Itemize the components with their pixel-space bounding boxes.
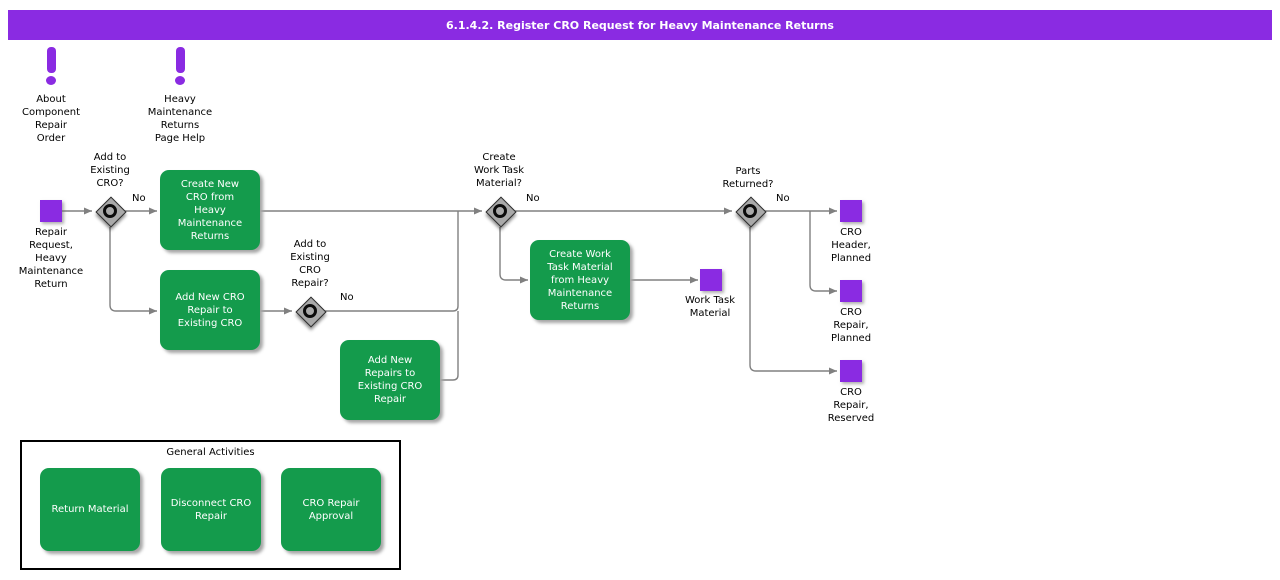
no-branch-label: No — [776, 193, 790, 204]
decision-ring-icon — [303, 304, 317, 318]
exclamation-dot — [46, 76, 56, 85]
output-label-cro-repair-reserved: CRO Repair, Reserved — [827, 387, 875, 424]
activity-create-work-task-material-from-heavy-maintenance-returns[interactable]: Create Work Task Material from Heavy Mai… — [530, 240, 630, 320]
help-link-heavy-maintenance-returns-page-help[interactable]: Heavy Maintenance Returns Page Help — [147, 94, 213, 144]
exclamation-icon[interactable] — [45, 47, 57, 89]
decision-create-work-task-material-diamond — [484, 195, 517, 228]
decision-parts-returned-diamond — [734, 195, 767, 228]
output-label-cro-repair-planned: CRO Repair, Planned — [830, 307, 872, 344]
activity-add-new-cro-repair-to-existing-cro[interactable]: Add New CRO Repair to Existing CRO — [160, 270, 260, 350]
activity-cro-repair-approval[interactable]: CRO Repair Approval — [281, 468, 381, 551]
decision-create-work-task-material-label: Create Work Task Material? — [473, 152, 525, 189]
start-event-square[interactable] — [40, 200, 62, 222]
decision-parts-returned-label: Parts Returned? — [722, 166, 774, 190]
exclamation-icon[interactable] — [174, 47, 186, 89]
decision-ring-icon — [493, 204, 507, 218]
decision-add-to-existing-cro-label: Add to Existing CRO? — [90, 152, 130, 189]
general-activities-title: General Activities — [166, 447, 255, 458]
page-title: 6.1.4.2. Register CRO Request for Heavy … — [446, 18, 834, 32]
decision-add-to-existing-cro-diamond — [94, 195, 127, 228]
decision-add-to-existing-cro-repair-label: Add to Existing CRO Repair? — [290, 239, 330, 289]
no-branch-label: No — [526, 193, 540, 204]
decision-ring-icon — [743, 204, 757, 218]
exclamation-stem — [46, 47, 56, 73]
output-square-cro-repair-reserved[interactable] — [840, 360, 862, 382]
exclamation-stem — [175, 47, 185, 73]
output-label-cro-header-planned: CRO Header, Planned — [830, 227, 872, 264]
no-branch-label: No — [132, 193, 146, 204]
no-branch-label: No — [340, 292, 354, 303]
process-title-bar: 6.1.4.2. Register CRO Request for Heavy … — [8, 10, 1272, 40]
decision-ring-icon — [103, 204, 117, 218]
exclamation-dot — [175, 76, 185, 85]
decision-add-to-existing-cro-repair-diamond — [294, 295, 327, 328]
start-event-label: Repair Request, Heavy Maintenance Return — [18, 227, 84, 290]
activity-return-material[interactable]: Return Material — [40, 468, 140, 551]
output-square-cro-repair-planned[interactable] — [840, 280, 862, 302]
output-label-work-task-material: Work Task Material — [684, 295, 736, 319]
activity-disconnect-cro-repair[interactable]: Disconnect CRO Repair — [161, 468, 261, 551]
help-link-about-component-repair-order[interactable]: About Component Repair Order — [21, 94, 81, 144]
activity-add-new-repairs-to-existing-cro-repair[interactable]: Add New Repairs to Existing CRO Repair — [340, 340, 440, 420]
output-square-cro-header-planned[interactable] — [840, 200, 862, 222]
output-square-work-task-material[interactable] — [700, 269, 722, 291]
activity-create-new-cro-from-heavy-maintenance-returns[interactable]: Create New CRO from Heavy Maintenance Re… — [160, 170, 260, 250]
